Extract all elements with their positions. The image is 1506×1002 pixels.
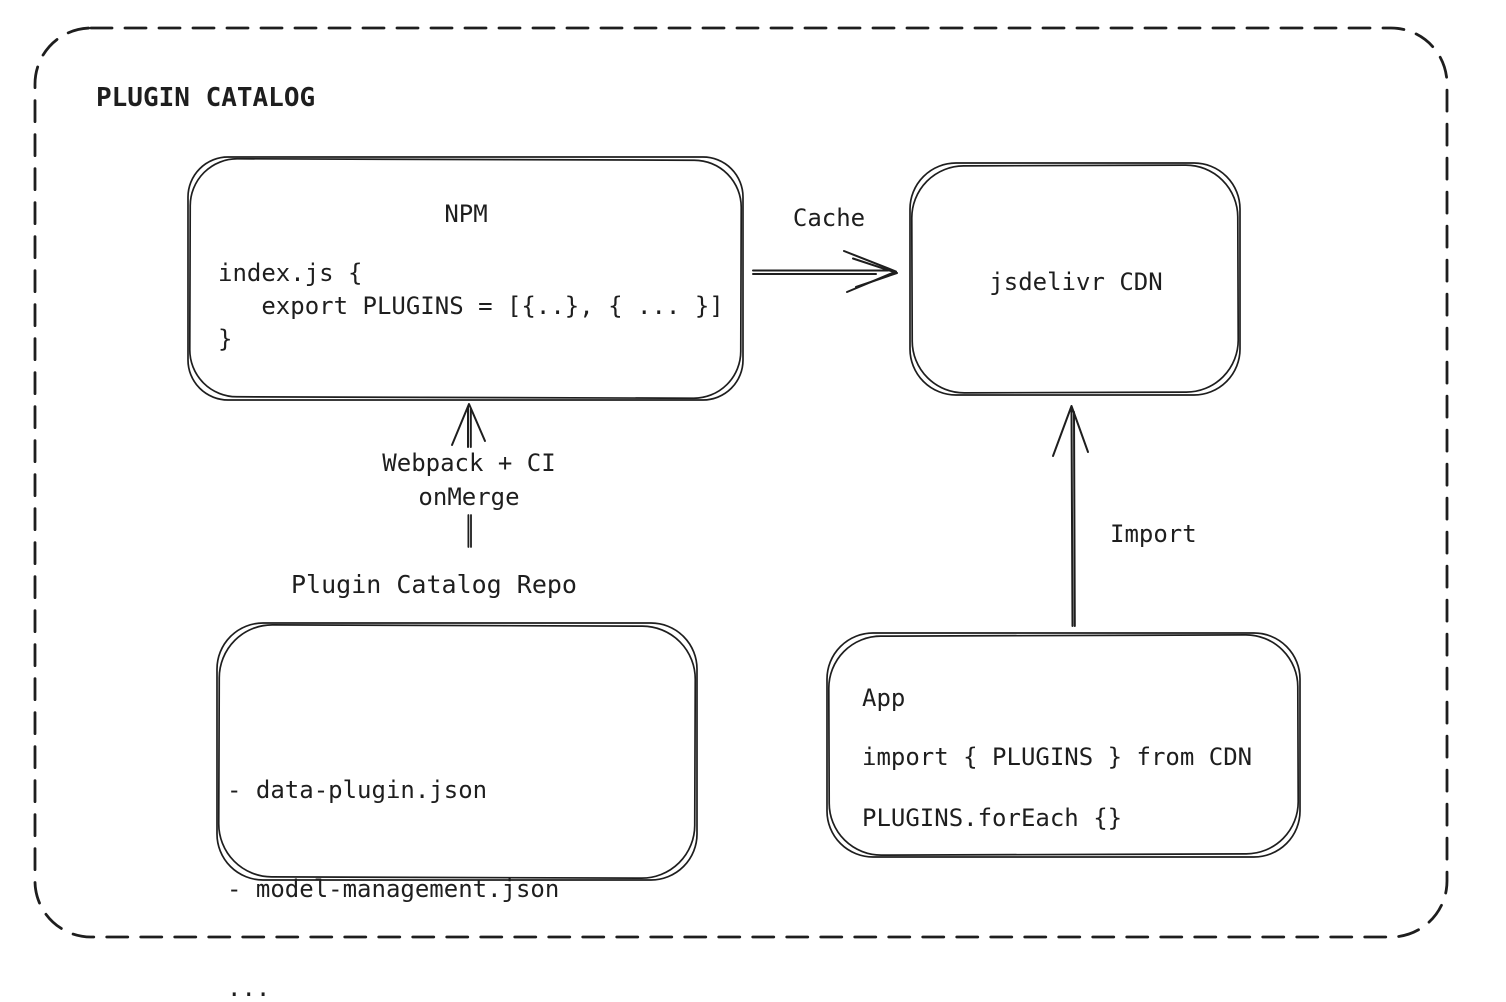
npm-box-title: NPM [444, 200, 488, 228]
repo-file-item: ... [227, 974, 271, 1002]
repo-box-title: Plugin Catalog Repo [291, 570, 577, 599]
build-arrow-label: Webpack + CI onMerge [382, 449, 556, 511]
repo-box-file-list: - data-plugin.json - model-management.js… [227, 708, 559, 1002]
cache-arrow [752, 250, 898, 293]
build-arrow [451, 403, 486, 448]
app-box-title: App [862, 684, 906, 712]
cdn-box-shape [909, 162, 1241, 396]
app-box-shape [826, 632, 1301, 858]
diagram-title: PLUGIN CATALOG [96, 83, 316, 113]
npm-box-shape [187, 156, 744, 401]
npm-box-code: index.js { export PLUGINS = [{..}, { ...… [218, 259, 724, 353]
build-arrow-connector [467, 514, 472, 548]
plugin-catalog-frame [33, 26, 1449, 939]
cache-arrow-label: Cache [792, 204, 866, 232]
app-box-code-line: PLUGINS.forEach {} [862, 804, 1123, 832]
repo-file-item: - data-plugin.json [227, 776, 488, 804]
repo-box-shape [216, 622, 698, 881]
app-box-code-line: import { PLUGINS } from CDN [862, 743, 1253, 771]
repo-file-item: - model-management.json [227, 875, 560, 903]
cdn-box-label: jsdelivr CDN [989, 268, 1163, 296]
import-arrow [1052, 405, 1089, 627]
import-arrow-label: Import [1110, 520, 1197, 548]
